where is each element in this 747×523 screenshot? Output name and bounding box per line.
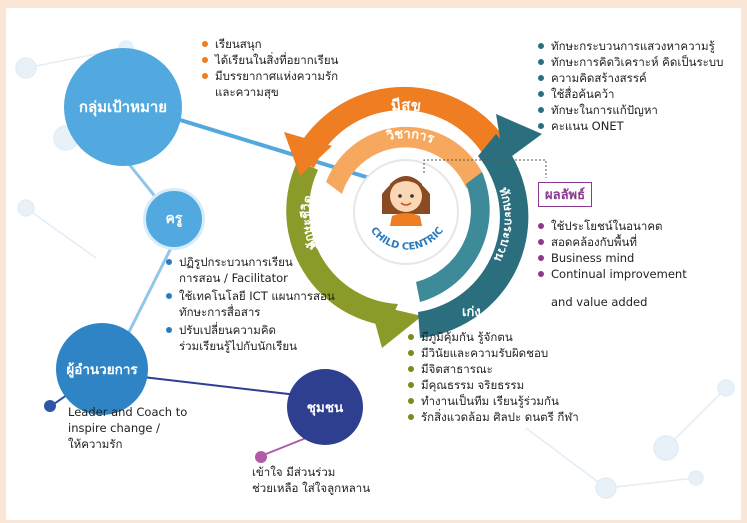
list-item: รักสิ่งแวดล้อม ศิลปะ ดนตรี กีฬา	[408, 409, 579, 425]
results-extra-line: and value added	[551, 295, 648, 309]
diagram-frame: กลุ่มเป้าหมาย ครู ผู้อำนวยการ ชุมชน มีสุ…	[6, 8, 741, 520]
teacher-list: ปฏิรูปกระบวนการเรียน	[166, 254, 293, 270]
ring-top-label: มีสุข	[390, 96, 422, 115]
list-item: สอดคล้องกับพื้นที่	[538, 234, 687, 250]
life-skills-arrowhead	[370, 304, 422, 348]
list-item: มีคุณธรรม จริยธรรม	[408, 377, 579, 393]
community-text-line: เข้าใจ มีส่วนร่วม	[252, 465, 336, 479]
teacher-list-2: ใช้เทคโนโลยี ICT แผนการสอน	[166, 288, 335, 304]
target-group-circle: กลุ่มเป้าหมาย	[64, 48, 182, 166]
teacher-line-2: การสอน / Facilitator	[179, 271, 288, 285]
list-item: คะแนน ONET	[538, 118, 723, 134]
ring-mid-label: วิชาการ	[384, 127, 436, 147]
target-group-list: เรียนสนุก ได้เรียนในสิ่งที่อยากเรียน มีบ…	[202, 36, 338, 84]
community-circle: ชุมชน	[287, 369, 363, 445]
list-item: เรียนสนุก	[202, 36, 338, 52]
happiness-arc	[294, 86, 506, 168]
list-item: ใช้ประโยชน์ในอนาคต	[538, 218, 687, 234]
list-item: ได้เรียนในสิ่งที่อยากเรียน	[202, 52, 338, 68]
director-text: Leader and Coach to inspire change / ให้…	[68, 404, 187, 452]
list-item: ทักษะการคิดวิเคราะห์ คิดเป็นระบบ	[538, 54, 723, 70]
results-connector	[423, 159, 547, 178]
happiness-arrowhead	[284, 132, 332, 176]
list-item: Business mind	[538, 250, 687, 266]
list-item: ทักษะในการแก้ปัญหา	[538, 102, 723, 118]
community-text-line: ช่วยเหลือ ใส่ใจลูกหลาน	[252, 481, 371, 495]
list-item: มีภูมิคุ้มกัน รู้จักตน	[408, 329, 579, 345]
director-text-line: Leader and Coach to	[68, 405, 188, 419]
teacher-circle: ครู	[143, 188, 205, 250]
list-item: Continual improvement	[538, 266, 687, 282]
ring-left-small: ดี	[310, 236, 318, 252]
life-skills-arc	[286, 160, 398, 326]
director-text-line: inspire change /	[68, 421, 161, 435]
academic-arc	[326, 126, 484, 194]
list-item: มีบรรยากาศแห่งความรัก	[202, 68, 338, 84]
results-title: ผลลัพธ์	[538, 182, 593, 207]
director-text-line: ให้ความรัก	[68, 437, 123, 451]
director-label: ผู้อำนวยการ	[66, 362, 138, 378]
director-circle: ผู้อำนวยการ	[56, 323, 148, 415]
teacher-line-4: ทักษะการสื่อสาร	[179, 305, 261, 319]
child-face-icon	[382, 176, 430, 226]
child-centric-cycle: มีสุข วิชาการ ทักษะชีวิต ดี ทักษะกระบวน …	[284, 86, 542, 348]
community-label: ชุมชน	[306, 400, 344, 416]
list-item: ปฏิรูปกระบวนการเรียน	[166, 254, 293, 270]
list-item: ความคิดสร้างสรรค์	[538, 70, 723, 86]
list-item: ทำงานเป็นทีม เรียนรู้ร่วมกัน	[408, 393, 579, 409]
process-inner-arc	[416, 172, 490, 302]
target-group-label: กลุ่มเป้าหมาย	[78, 98, 168, 116]
results-label: ผลลัพธ์	[545, 188, 586, 203]
list-item: ทักษะกระบวนการแสวงหาความรู้	[538, 38, 723, 54]
list-item: มีวินัยและความรับผิดชอบ	[408, 345, 579, 361]
process-skills-arrowhead	[496, 114, 542, 162]
ring-right-small: เก่ง	[462, 305, 481, 320]
community-text: เข้าใจ มีส่วนร่วม ช่วยเหลือ ใส่ใจลูกหลาน	[252, 464, 370, 496]
list-item: ใช้เทคโนโลยี ICT แผนการสอน	[166, 288, 335, 304]
teacher-label: ครู	[165, 211, 183, 227]
teacher-line-6: ร่วมเรียนรู้ไปกับนักเรียน	[179, 339, 297, 353]
list-item: ปรับเปลี่ยนความคิด	[166, 322, 276, 338]
process-skills-list: ทักษะกระบวนการแสวงหาความรู้ ทักษะการคิดว…	[538, 38, 723, 134]
results-list: ใช้ประโยชน์ในอนาคต สอดคล้องกับพื้นที่ Bu…	[538, 218, 687, 282]
life-skills-list: มีภูมิคุ้มกัน รู้จักตน มีวินัยและความรับ…	[408, 329, 579, 425]
target-group-extra-line: และความสุข	[215, 85, 279, 99]
list-item: ใช้สื่อค้นคว้า	[538, 86, 723, 102]
list-item: มีจิตสาธารณะ	[408, 361, 579, 377]
process-skills-arc	[418, 134, 529, 338]
teacher-list-3: ปรับเปลี่ยนความคิด	[166, 322, 276, 338]
